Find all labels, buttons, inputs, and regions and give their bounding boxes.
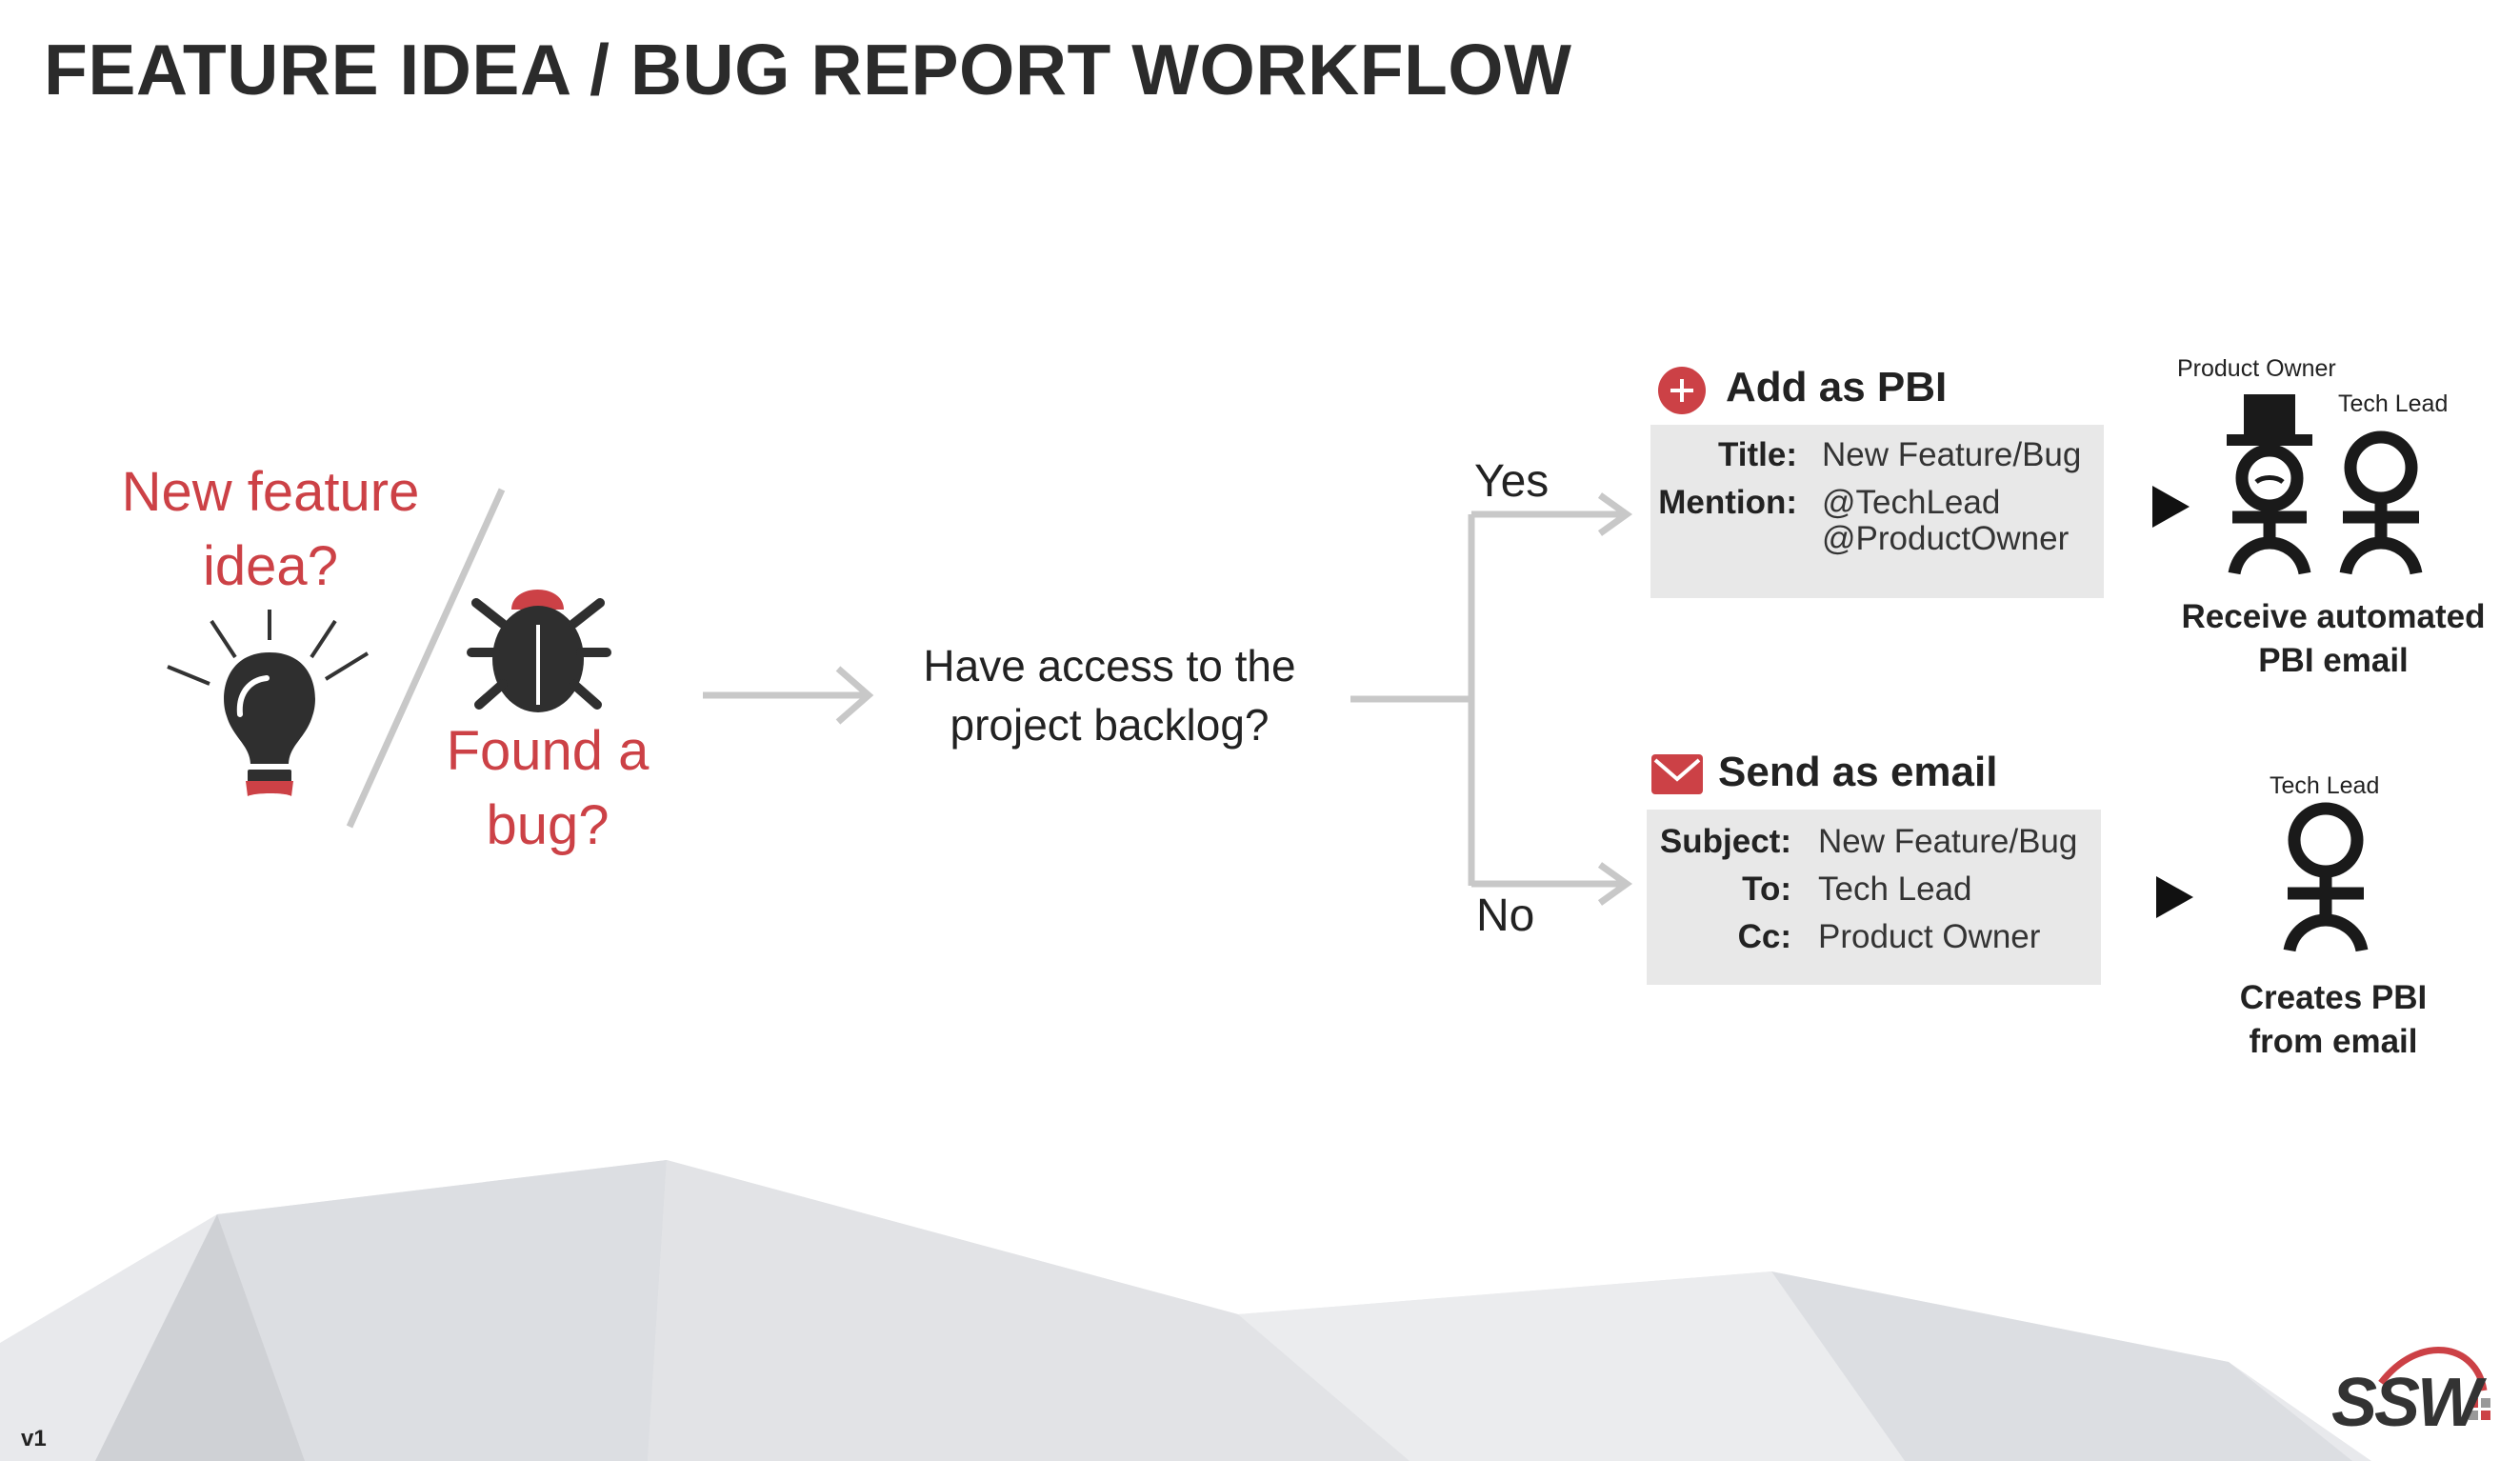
version-label: v1	[21, 1426, 47, 1451]
feature-idea-text: New feature idea?	[121, 461, 420, 597]
ssw-logo: SSW	[2331, 1365, 2482, 1441]
lightbulb-icon	[167, 610, 370, 796]
email-to-label: To:	[1742, 871, 1791, 908]
receive-email-caption: Receive automated PBI email	[2181, 598, 2486, 679]
pbi-mention-value-1: @TechLead	[1822, 484, 2001, 521]
creates-pbi-caption: Creates PBI from email	[2239, 979, 2428, 1060]
add-pbi-heading: Add as PBI	[1726, 364, 1948, 410]
email-panel: Subject: New Feature/Bug To: Tech Lead C…	[1647, 810, 2101, 985]
pbi-mention-label: Mention:	[1658, 484, 1797, 521]
email-subject-label: Subject:	[1659, 823, 1791, 860]
person-icon	[2283, 802, 2369, 952]
no-label: No	[1476, 891, 1535, 941]
backlog-question: Have access to the project backlog?	[923, 641, 1296, 750]
branch-connector	[1350, 492, 1633, 906]
plus-circle-icon	[1658, 367, 1706, 414]
pbi-title-value: New Feature/Bug	[1822, 436, 2082, 473]
person-top-hat-icon	[2227, 394, 2312, 575]
play-arrow-icon	[2152, 486, 2190, 528]
email-subject-value: New Feature/Bug	[1818, 823, 2078, 860]
email-to-value: Tech Lead	[1818, 871, 1972, 908]
divider-slash	[346, 488, 506, 829]
email-cc-label: Cc:	[1737, 918, 1791, 955]
found-bug-text: Found a bug?	[446, 720, 650, 856]
tech-lead-label: Tech Lead	[2338, 390, 2449, 417]
logo-squares	[2469, 1398, 2490, 1420]
pbi-mention-value-2: @ProductOwner	[1822, 520, 2070, 557]
yes-label: Yes	[1474, 456, 1550, 507]
envelope-icon	[1651, 754, 1703, 794]
pbi-title-label: Title:	[1718, 436, 1797, 473]
tech-lead-label-2: Tech Lead	[2270, 772, 2380, 799]
email-cc-value: Product Owner	[1818, 918, 2041, 955]
bug-icon	[467, 590, 611, 712]
page-title: FEATURE IDEA / BUG REPORT WORKFLOW	[44, 30, 1572, 110]
send-email-heading: Send as email	[1718, 749, 1998, 795]
arrow-to-question	[703, 666, 874, 725]
product-owner-label: Product Owner	[2177, 355, 2336, 382]
pbi-panel: Title: New Feature/Bug Mention: @TechLea…	[1650, 425, 2104, 598]
logo-swoosh	[2378, 1347, 2488, 1391]
play-arrow-icon	[2156, 876, 2193, 918]
person-icon	[2339, 430, 2423, 575]
